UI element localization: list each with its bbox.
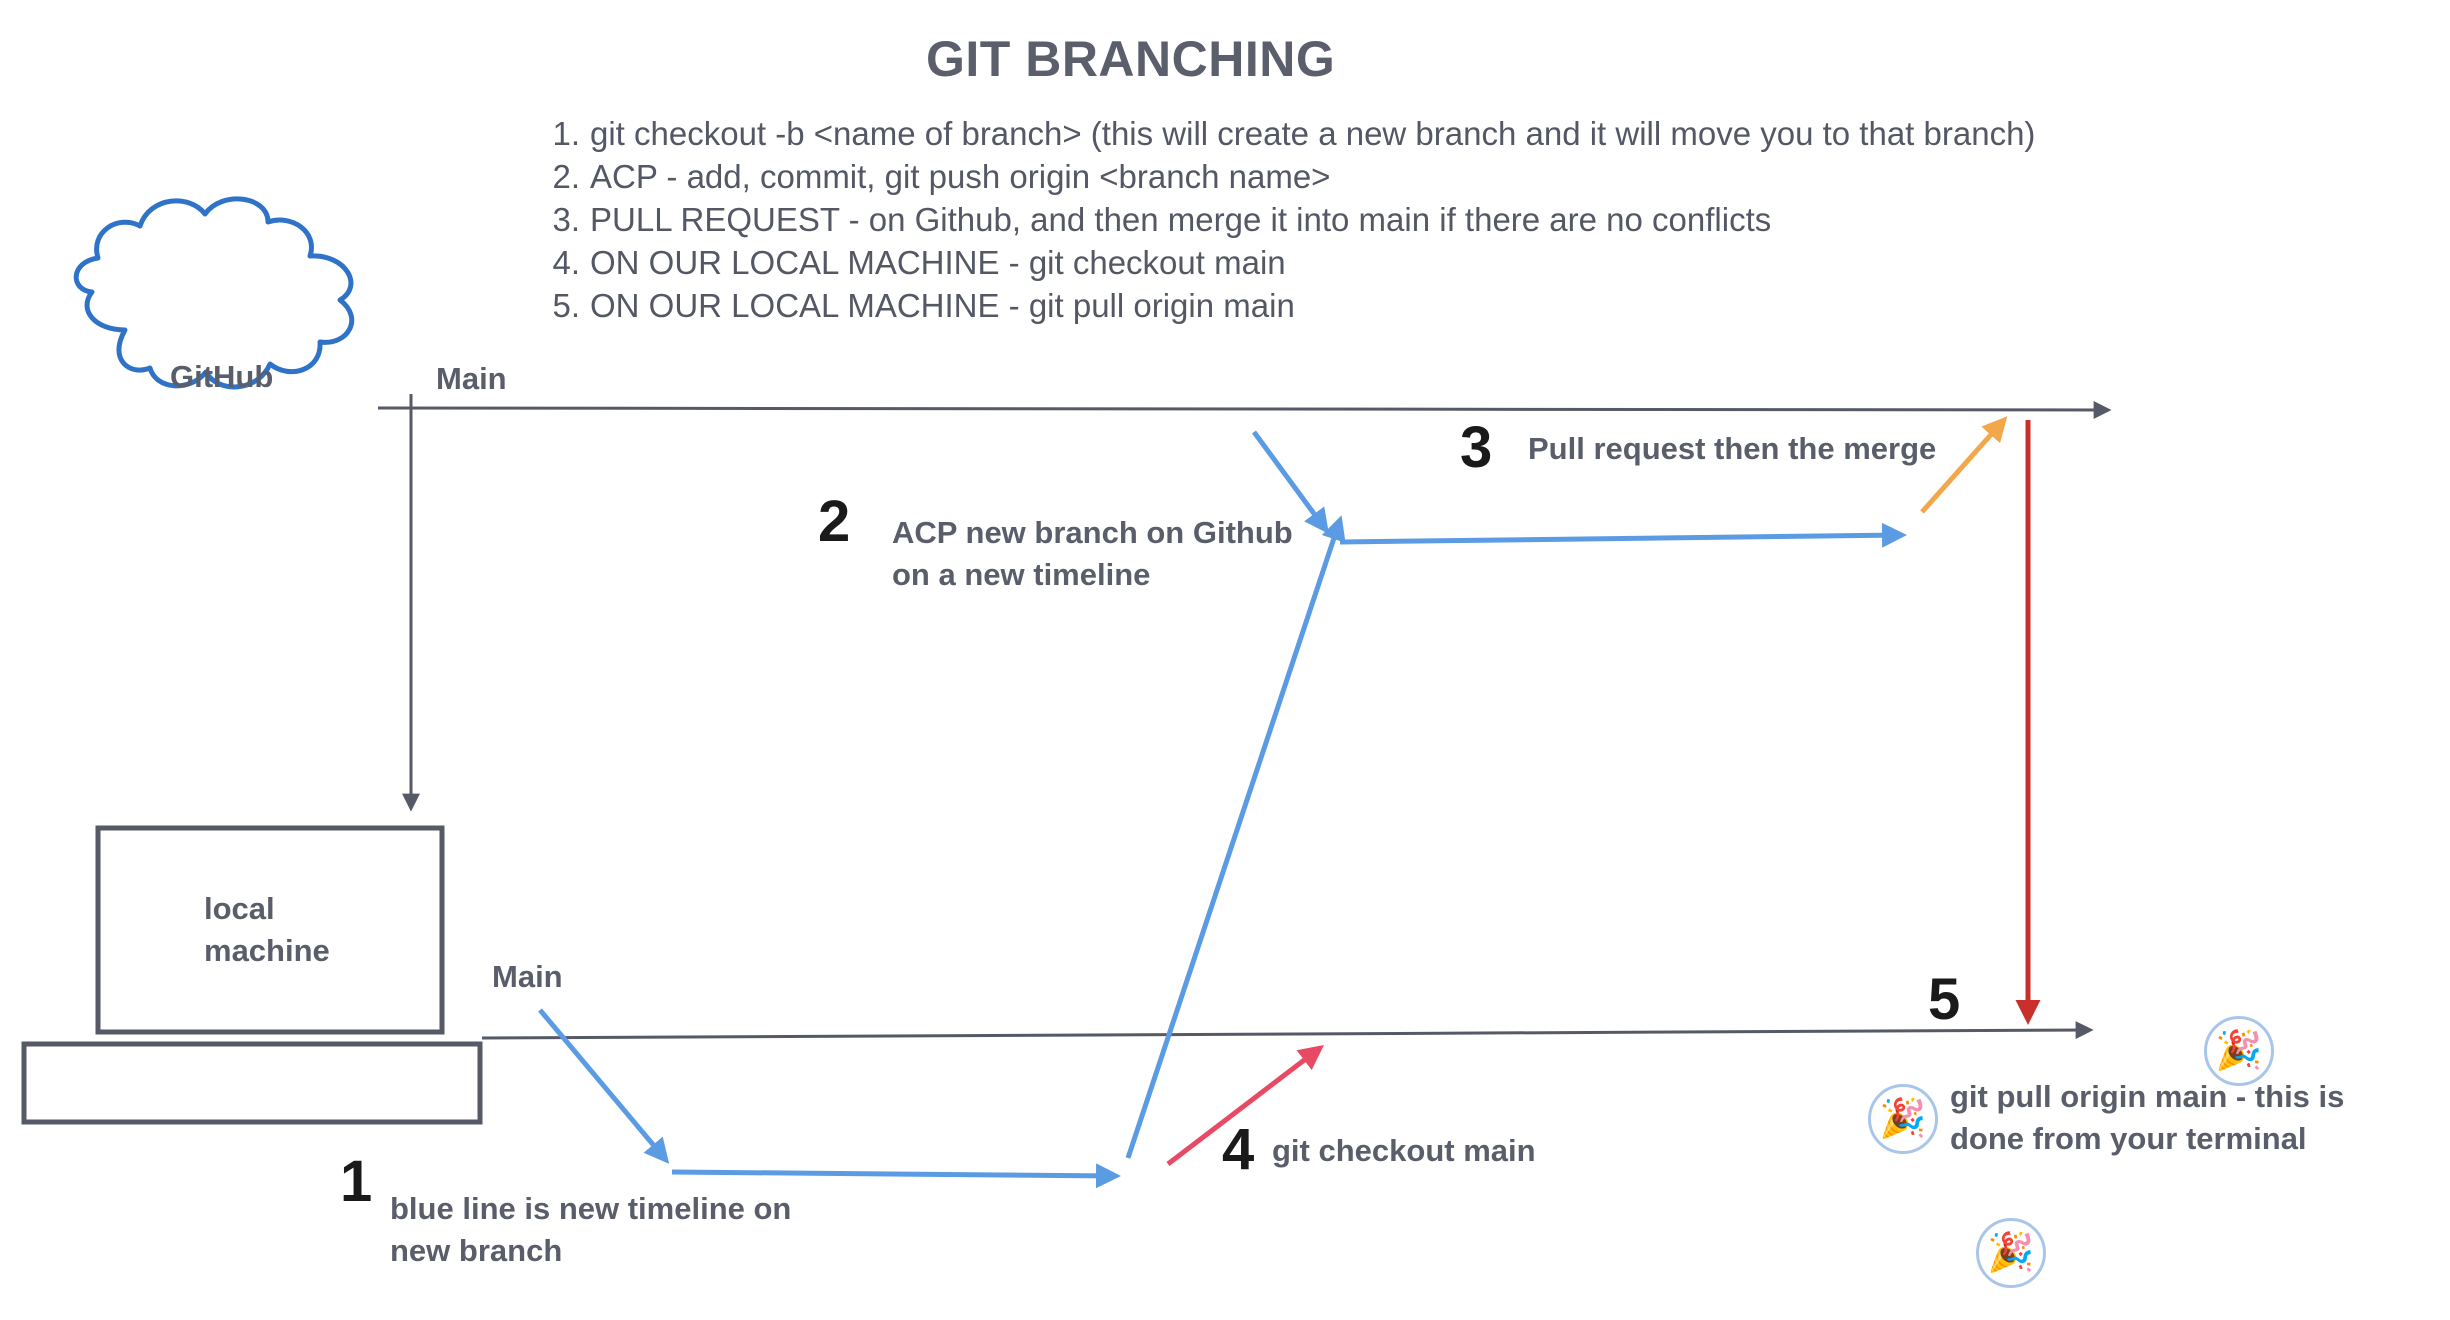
branch-start-arrow xyxy=(538,1008,670,1164)
computer-base xyxy=(21,1041,483,1125)
party-popper-icon: 🎉 xyxy=(1868,1084,1938,1154)
computer-label-line2: machine xyxy=(204,933,330,968)
steps-list: 1. git checkout -b <name of branch> (this… xyxy=(530,112,2035,327)
step-marker-1: 1 xyxy=(340,1149,373,1214)
step-item: 1. git checkout -b <name of branch> (this… xyxy=(530,112,2035,155)
annotation-2-line1: ACP new branch on Github xyxy=(892,515,1293,550)
branch-push-arrow xyxy=(1125,515,1346,1159)
step-text: PULL REQUEST - on Github, and then merge… xyxy=(590,201,1772,238)
github-label: GitHub xyxy=(170,359,274,394)
annotation-2-line2: on a new timeline xyxy=(892,557,1151,592)
party-popper-icon: 🎉 xyxy=(2204,1016,2274,1086)
github-cloud-icon xyxy=(73,196,355,390)
step-item: 4. ON OUR LOCAL MACHINE - git checkout ma… xyxy=(530,241,2035,284)
annotation-5-line1: git pull origin main - this is xyxy=(1950,1079,2345,1114)
step-marker-3: 3 xyxy=(1460,415,1493,480)
page-title: GIT BRANCHING xyxy=(926,31,1336,87)
annotation-3: Pull request then the merge xyxy=(1528,431,1937,466)
annotation-4: git checkout main xyxy=(1272,1133,1536,1168)
computer-label-line1: local xyxy=(204,891,275,926)
step-marker-2: 2 xyxy=(818,489,851,554)
step-text: ON OUR LOCAL MACHINE - git pull origin m… xyxy=(590,287,1295,324)
main-line-github xyxy=(377,400,2112,419)
annotation-5-line2: done from your terminal xyxy=(1950,1121,2307,1156)
step-item: 3. PULL REQUEST - on Github, and then mer… xyxy=(530,198,2035,241)
step-item: 5. ON OUR LOCAL MACHINE - git pull origin… xyxy=(530,284,2035,327)
branch-timeline-arrow xyxy=(671,1163,1121,1189)
merge-arrow xyxy=(1920,416,2008,514)
main-label-top: Main xyxy=(436,361,507,396)
step-item: 2. ACP - add, commit, git push origin <br… xyxy=(530,155,2035,198)
step-marker-4: 4 xyxy=(1222,1117,1255,1182)
step-number: 3. xyxy=(552,201,580,238)
annotation-1-line2: new branch xyxy=(390,1233,563,1268)
step-text: git checkout -b <name of branch> (this w… xyxy=(590,115,2036,152)
step-text: ACP - add, commit, git push origin <bran… xyxy=(590,158,1331,195)
github-branch-timeline-arrow xyxy=(1339,522,1907,548)
step-number: 2. xyxy=(552,158,580,195)
step-number: 1. xyxy=(552,115,580,152)
step-text: ON OUR LOCAL MACHINE - git checkout main xyxy=(590,244,1286,281)
step-marker-5: 5 xyxy=(1928,967,1961,1032)
party-popper-icon: 🎉 xyxy=(1976,1218,2046,1288)
step-number: 4. xyxy=(552,244,580,281)
main-line-local xyxy=(481,1021,2094,1040)
computer-monitor xyxy=(95,825,445,1035)
main-label-bottom: Main xyxy=(492,959,563,994)
checkout-arrow xyxy=(1166,1044,1324,1166)
step-number: 5. xyxy=(552,287,580,324)
branch-into-github-arrow xyxy=(1251,430,1329,535)
annotation-1-line1: blue line is new timeline on xyxy=(390,1191,792,1226)
